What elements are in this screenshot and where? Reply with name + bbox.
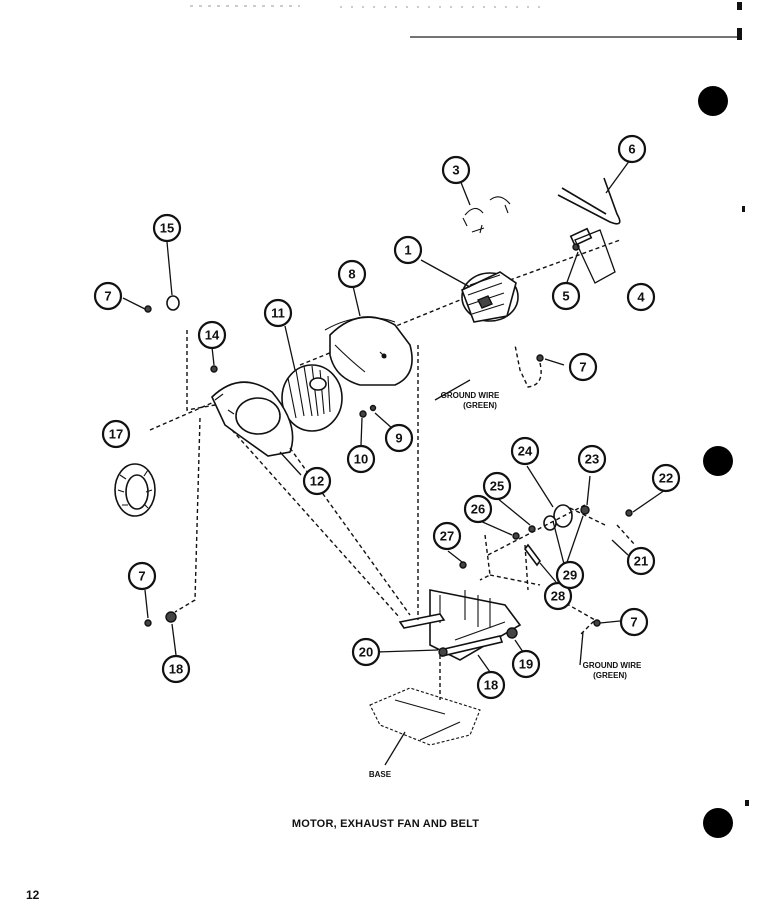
callout-8: 8 [337,259,367,289]
ground-wire-label-2: GROUND WIRE [583,661,642,670]
diagram-caption: MOTOR, EXHAUST FAN AND BELT [291,818,480,830]
callout-number: 7 [138,569,145,584]
blower-housing [324,316,413,386]
callout-number: 8 [348,267,355,282]
callout-number: 17 [109,427,123,442]
callout-number: 25 [490,479,504,494]
callout-12: 12 [302,466,332,496]
callout-18-1: 18 [161,654,191,684]
callout-15: 15 [152,213,182,243]
callout-number: 6 [628,142,635,157]
callout-number: 15 [160,221,174,236]
motor-pulley [569,227,616,284]
callout-number: 7 [579,360,586,375]
callout-28: 28 [543,581,573,611]
callout-number: 29 [563,568,577,583]
callout-22: 22 [651,463,681,493]
ground-wire-sub-2: (GREEN) [593,671,627,680]
scan-marks [190,2,749,806]
text-labels: GROUND WIRE (GREEN) GROUND WIRE (GREEN) … [369,391,642,779]
drive-belt [557,177,621,225]
callout-number: 5 [562,289,569,304]
binder-hole-top [698,86,728,116]
idler-pulley-parts [512,504,633,567]
callout-number: 22 [659,471,673,486]
callout-10: 10 [346,444,376,474]
callout-number: 18 [484,678,498,693]
callout-number: 26 [471,502,485,517]
base-label: BASE [369,770,392,779]
callout-29: 29 [555,560,585,590]
callout-25: 25 [482,471,512,501]
dashed-connection-lines [174,330,636,700]
fan-housing-cover [211,381,294,457]
callout-26: 26 [463,494,493,524]
callout-19: 19 [511,649,541,679]
callout-number: 20 [359,645,373,660]
page-number: 12 [26,888,40,902]
callout-14: 14 [197,320,227,350]
callout-17: 17 [101,419,131,449]
callout-number: 14 [205,328,220,343]
callout-11: 11 [263,298,293,328]
wire-clips [462,196,511,234]
callout-number: 3 [452,163,459,178]
callout-6: 6 [617,134,647,164]
callout-number: 21 [634,554,648,569]
ground-wire-label-1: GROUND WIRE [441,391,500,400]
callout-4: 4 [626,282,656,312]
callout-7-4: 7 [619,607,649,637]
callout-number: 18 [169,662,183,677]
callout-7-3: 7 [127,561,157,591]
callout-number: 4 [637,290,645,305]
callout-number: 28 [551,589,565,604]
belt-ring [114,463,156,517]
callout-18-2: 18 [476,670,506,700]
binder-hole-middle [703,446,733,476]
callout-number: 7 [104,289,111,304]
callout-9: 9 [384,423,414,453]
callout-3: 3 [441,155,471,185]
idler-bracket-assembly [398,589,522,661]
motor [460,271,519,323]
callout-21: 21 [626,546,656,576]
callout-5: 5 [551,281,581,311]
callout-group: 1 3 4 5 6 7 7 7 7 8 9 10 11 12 14 15 17 18 18 19 20 21 22 23 24 2… [93,134,681,700]
callout-7-2: 7 [568,352,598,382]
callout-number: 7 [630,615,637,630]
base-outline [369,687,481,746]
exhaust-fan [281,364,343,432]
callout-7-1: 7 [93,281,123,311]
callout-number: 12 [310,474,324,489]
callout-number: 19 [519,657,533,672]
callout-number: 23 [585,452,599,467]
callout-1: 1 [393,235,423,265]
callout-number: 10 [354,452,368,467]
callout-23: 23 [577,444,607,474]
leader-lines [122,159,666,766]
callout-number: 27 [440,529,454,544]
binder-hole-bottom [703,808,733,838]
callout-20: 20 [351,637,381,667]
callout-number: 24 [518,444,533,459]
ground-wire-sub-1: (GREEN) [463,401,497,410]
callout-24: 24 [510,436,540,466]
callout-number: 11 [271,306,285,321]
callout-27: 27 [432,521,462,551]
callout-number: 1 [404,243,411,258]
callout-number: 9 [395,431,402,446]
